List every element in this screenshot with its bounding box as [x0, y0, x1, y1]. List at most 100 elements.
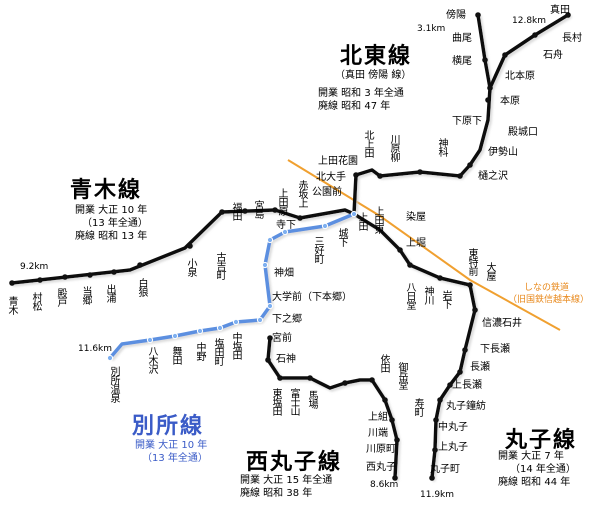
station-shioda-machi: 塩田町	[212, 338, 223, 365]
station-dot	[482, 57, 488, 63]
distance-aoki: 9.2km	[20, 262, 49, 272]
shinano-railway-line	[287, 159, 561, 331]
station-shirashita: 城下	[336, 228, 347, 246]
station-dot	[242, 208, 248, 214]
bessho-station-dot	[261, 261, 269, 269]
station-dot	[342, 380, 348, 386]
station-mitake-do: 御岳堂	[396, 362, 407, 389]
aoki-line	[10, 208, 356, 285]
hokuto-line	[352, 13, 492, 216]
station-kawahara-machi: 川原町	[366, 444, 396, 455]
station-murasaki: 村松	[30, 292, 41, 310]
station-deura: 出浦	[104, 284, 115, 302]
station-dot	[437, 397, 443, 403]
station-dot	[219, 209, 225, 215]
station-dot	[382, 397, 388, 403]
station-kotachi: 古吉町	[214, 252, 225, 279]
station-dot	[475, 12, 481, 18]
hokuto-closed: 廃線 昭和 47 年	[318, 101, 391, 112]
station-dot	[485, 97, 491, 103]
nishimaruko-closed: 廃線 昭和 38 年	[240, 488, 313, 499]
station-soe: 傍陽	[446, 10, 466, 21]
station-baba: 馬場	[306, 390, 317, 408]
shinano-label: しなの鉄道	[524, 283, 570, 293]
bessho-station-dot	[106, 354, 114, 362]
station-dot	[111, 269, 117, 275]
distance-soe: 3.1km	[417, 24, 446, 34]
station-dot	[467, 282, 473, 288]
maruko-line-title: 丸子線	[505, 428, 578, 453]
station-toko: 当郷	[80, 286, 91, 304]
station-yoda: 依田	[378, 354, 389, 372]
station-yokoo: 横尾	[452, 56, 472, 67]
station-dot	[397, 247, 403, 253]
station-maruko-machi: 丸子町	[430, 464, 460, 475]
maruko-closed: 廃線 昭和 44 年	[498, 477, 571, 488]
station-isezan: 伊勢山	[488, 147, 518, 158]
station-bessho-onsen: 別所温泉	[108, 366, 119, 402]
station-dot	[417, 169, 423, 175]
station-dot	[272, 207, 278, 213]
station-ueda-kaen: 上田花園	[318, 156, 358, 167]
station-nakamaruko: 中丸子	[438, 422, 468, 433]
bessho-station-dot	[266, 236, 274, 244]
station-ishibune: 石舟	[543, 50, 563, 61]
distance-bessho: 11.6km	[78, 344, 113, 354]
station-fujiyama: 富士山	[288, 388, 299, 415]
bessho-station-dot	[146, 336, 154, 344]
station-koenmae: 公園前	[312, 187, 342, 198]
station-kawabata: 川端	[368, 428, 388, 439]
station-shimoharashita: 下原下	[452, 116, 482, 127]
station-dot	[377, 173, 383, 179]
distance-maruko: 11.9km	[420, 490, 455, 500]
station-tonoto: 殿戸	[55, 288, 66, 306]
hokuto-line-title: 北東線	[340, 44, 413, 69]
bessho-station-dot	[350, 210, 358, 218]
station-dot	[407, 262, 413, 268]
station-motohara: 本原	[500, 96, 520, 107]
station-nakano: 中野	[194, 342, 205, 360]
station-sanada: 真田	[550, 5, 570, 16]
station-miyamae: 宮前	[272, 333, 292, 344]
station-koizumi: 小泉	[185, 258, 196, 276]
station-terashita: 寺下	[276, 220, 296, 231]
station-nagamura: 長村	[562, 33, 582, 44]
hokuto-subtitle: （真田 傍陽 線）	[335, 70, 412, 81]
station-kamimaruko: 上丸子	[438, 442, 468, 453]
station-ueda-ueda: 上田	[356, 212, 367, 230]
aoki-opened-note: （13 年全通）	[82, 218, 148, 229]
station-dot	[457, 173, 463, 179]
station-dot	[267, 335, 273, 341]
bessho-station-dot	[321, 222, 329, 230]
nishimaruko-opened: 開業 大正 15 年全通	[240, 475, 333, 486]
bessho-station-dot	[216, 324, 224, 332]
bessho-station-dot	[171, 332, 179, 340]
station-shinano-ishii: 信濃石井	[482, 318, 522, 329]
station-kaminagase: 上長瀬	[452, 380, 482, 391]
station-dot	[457, 369, 463, 375]
station-dot	[187, 243, 193, 249]
station-ueda-higashi: 上田東	[372, 206, 383, 233]
station-dot	[353, 172, 359, 178]
shinano-label-note: （旧国鉄信越本線）	[508, 295, 590, 305]
station-dot	[432, 447, 438, 453]
station-dot	[565, 12, 571, 18]
station-kitaueda: 北上田	[362, 130, 373, 157]
station-daigakumae: 大学前（下本郷）	[272, 292, 352, 303]
station-sanyoshicho: 三好町	[312, 236, 323, 263]
station-daiya: 大屋	[484, 262, 495, 280]
station-dot	[437, 275, 443, 281]
station-maruko-tetsu: 丸子鐘紡	[446, 401, 486, 412]
station-aoki: 青木	[6, 296, 17, 314]
station-dot	[297, 215, 303, 221]
station-kamihori: 上堀	[406, 238, 426, 249]
station-dot	[277, 375, 283, 381]
station-iwashita: 岩下	[440, 290, 451, 308]
station-shimonagase: 下長瀬	[480, 344, 510, 355]
station-kamibayashi: 神畑	[274, 268, 294, 279]
maruko-opened: 開業 大正 7 年	[498, 451, 564, 462]
station-someya: 染屋	[406, 212, 426, 223]
station-hachojido: 八日堂	[404, 282, 415, 309]
station-dot	[447, 382, 453, 388]
